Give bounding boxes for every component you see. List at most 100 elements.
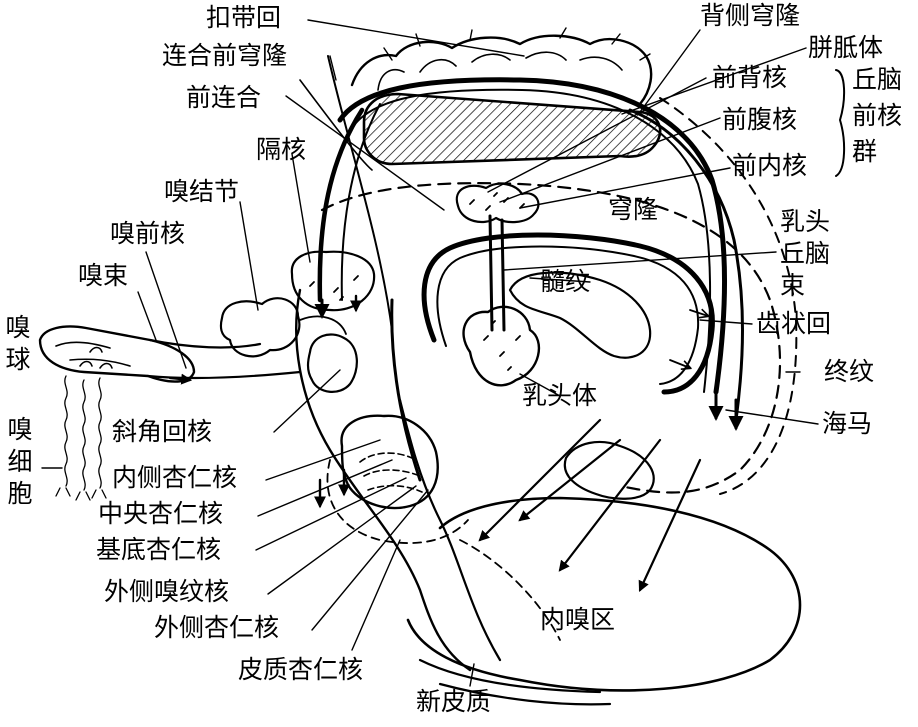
outer-fornix-arc [337, 77, 727, 395]
label-hippocampus: 海马 [822, 409, 873, 438]
olfactory-tract [146, 338, 302, 380]
leader-mammillothalamic [503, 251, 777, 271]
label-olfactory-bulb: 嗅球 [5, 313, 31, 374]
arrow-open-1 [689, 310, 708, 316]
leader-cingulate [307, 19, 525, 57]
olfactory-cell-tails [55, 487, 107, 501]
leader-anterodorsal [487, 77, 707, 193]
amygdala-complex [340, 414, 439, 510]
leader-dorsal-fornix [639, 29, 701, 113]
label-anteromedial-nucleus: 前内核 [732, 151, 808, 180]
hippocampus-shape [563, 440, 655, 500]
arrow-olfactory-tract [168, 373, 193, 385]
label-cortical-amygdala: 皮质杏仁核 [238, 655, 364, 684]
label-anteroventral-nucleus: 前腹核 [722, 105, 798, 134]
leader-neocortex [469, 663, 475, 687]
label-lateral-amygdala: 外侧杏仁核 [154, 613, 280, 642]
label-septal-nuclei: 隔核 [256, 135, 307, 164]
leader-olfactory-tract [137, 291, 157, 341]
amygdala-inner-dashes [359, 452, 423, 493]
cingulate-gyrus-inner [377, 51, 623, 91]
outer-fornix-arc-2 [351, 88, 712, 393]
leader-lateral-olfactory-tract [267, 485, 417, 595]
leader-diagonal-band [273, 369, 341, 433]
inner-fornix-loop-2 [436, 245, 700, 385]
label-neocortex: 新皮质 [416, 687, 492, 716]
olfactory-bulb [38, 325, 196, 383]
olfactory-bulb-inner [55, 341, 131, 367]
outer-dashed-envelope [659, 97, 798, 495]
leader-basal-amygdala [255, 477, 407, 551]
leader-lateral-amygdala [311, 489, 429, 631]
label-entorhinal-area: 内嗅区 [540, 605, 616, 634]
amygdala-lower-dashed [326, 459, 469, 544]
anterior-thalamic-nuclei [455, 182, 540, 224]
arrow-to-entorhinal-2 [558, 438, 662, 572]
label-commissural-fornix: 连合前穹隆 [162, 41, 288, 70]
label-corpus-callosum: 胼胝体 [808, 33, 884, 62]
label-anterodorsal-nucleus: 前背核 [712, 63, 788, 92]
arrow-to-entorhinal-3 [638, 458, 702, 592]
label-olfactory-tract: 嗅束 [78, 261, 129, 290]
precommissural-fornix [327, 55, 393, 331]
leader-dentate [699, 319, 753, 325]
label-medial-amygdala: 内侧杏仁核 [112, 463, 238, 492]
label-stria-medullaris: 髓纹 [540, 267, 591, 296]
leader-anterior-olfactory [145, 251, 187, 369]
label-lateral-olfactory-tract-nucleus: 外侧嗅纹核 [104, 577, 230, 606]
label-central-amygdala: 中央杏仁核 [98, 499, 224, 528]
label-cingulate-gyrus: 扣带回 [206, 3, 282, 32]
label-olfactory-tubercle: 嗅结节 [164, 177, 240, 206]
olfactory-cell-1 [64, 375, 68, 487]
leader-anterior-commissure [285, 95, 445, 211]
olfactory-bulb-coils [79, 346, 113, 369]
arrow-to-entorhinal-4 [478, 418, 602, 542]
arrow-open-2 [669, 359, 690, 368]
leader-hippocampus [725, 409, 819, 425]
label-olfactory-cells: 嗅细胞 [7, 415, 33, 508]
leader-stria-medullaris [529, 277, 591, 283]
stria-medullaris-body [508, 271, 652, 359]
septal-nuclei [290, 250, 376, 312]
leader-cortical-amygdala [351, 539, 401, 651]
label-dorsal-fornix: 背侧穹隆 [700, 1, 801, 30]
mammillothalamic-tract [488, 214, 506, 332]
bracket-anterior-thalamic [835, 69, 846, 177]
leader-commissural-fornix [329, 55, 337, 81]
entorhinal-dashed [459, 539, 561, 641]
leader-central-amygdala [257, 459, 393, 517]
leader-anteroventral [499, 117, 721, 203]
label-dentate-gyrus: 齿状回 [756, 309, 832, 338]
label-fornix: 穹隆 [608, 195, 659, 224]
leader-anteromedial [519, 167, 731, 209]
leader-olfactory-tubercle [239, 201, 259, 311]
corpus-callosum [362, 92, 662, 166]
brainstem-outline [295, 288, 472, 672]
cingulate-wisps [383, 27, 651, 61]
temporal-lobe-contour [406, 496, 802, 692]
label-stria-terminalis: 终纹 [824, 357, 875, 386]
anterior-commissure-line [299, 79, 373, 171]
leader-corpus-callosum [621, 47, 807, 115]
mammillary-body [462, 305, 541, 387]
olfactory-cell-2 [82, 379, 86, 491]
anterior-olfactory-blob [299, 315, 347, 335]
olfactory-cell-3 [98, 377, 102, 489]
leader-mammillary [519, 373, 561, 397]
label-anterior-olfactory-nucleus: 嗅前核 [110, 219, 186, 248]
label-diagonal-band-nucleus: 斜角回核 [112, 417, 213, 446]
label-mammillary-body: 乳头体 [522, 381, 598, 410]
label-anterior-thalamic-group: 丘脑前核群 [852, 65, 903, 166]
label-mammillothalamic-tract: 乳头丘脑束 [780, 207, 831, 300]
midline-tract [390, 298, 422, 482]
fornix-column [317, 107, 365, 303]
leader-medial-amygdala [265, 439, 381, 481]
fornix-column-2 [340, 103, 381, 301]
label-anterior-commissure: 前连合 [186, 83, 262, 112]
leader-septal [291, 153, 311, 263]
neocortex-lines [418, 658, 612, 706]
arrow-to-entorhinal-1 [518, 438, 622, 522]
label-basal-amygdala: 基底杏仁核 [96, 535, 222, 564]
